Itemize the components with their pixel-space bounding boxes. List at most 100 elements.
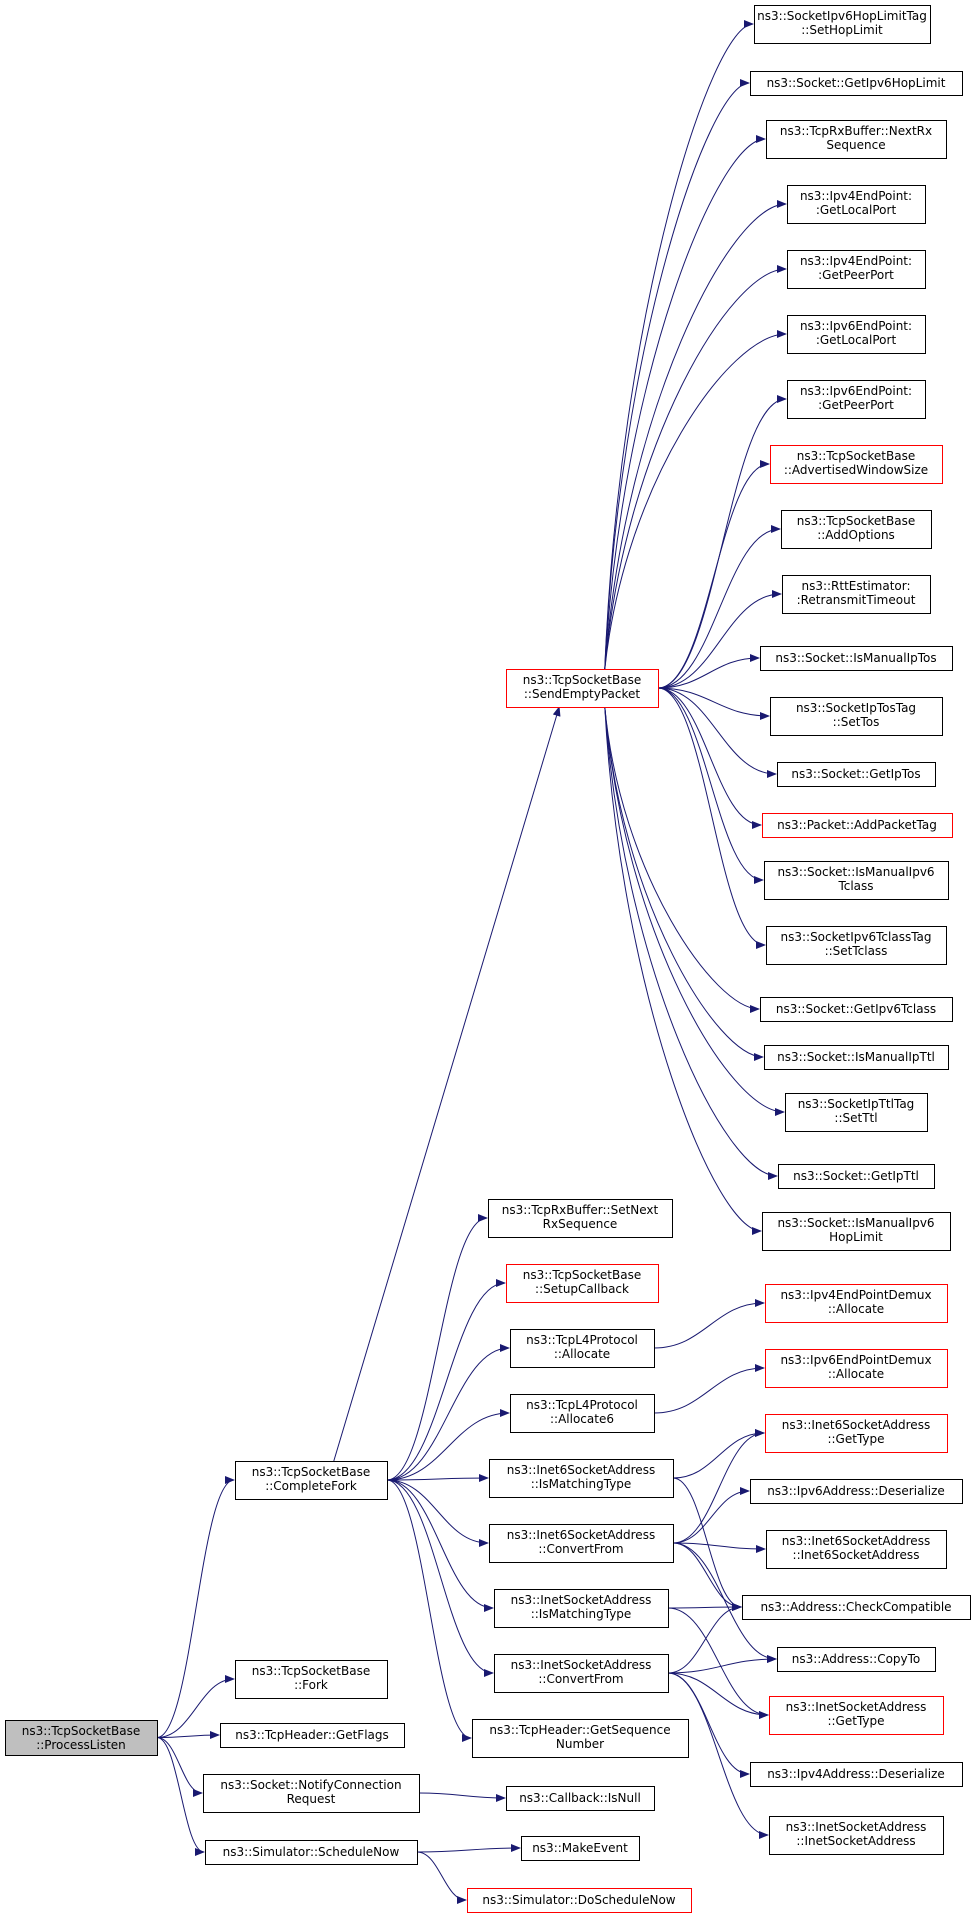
node-inet-ctor[interactable]: ns3::InetSocketAddress::InetSocketAddres… (769, 1816, 944, 1855)
node-do-schedule-now[interactable]: ns3::Simulator::DoScheduleNow (467, 1888, 692, 1913)
node-box (750, 1762, 963, 1787)
node-label-line: ::ConvertFrom (538, 1542, 623, 1556)
edge-notify-connection-request-to-callback-is-null (418, 1792, 506, 1802)
node-get-ipv6-tclass[interactable]: ns3::Socket::GetIpv6Tclass (760, 997, 953, 1022)
edge-process-listen-to-get-flags (156, 1731, 220, 1740)
node-box (766, 1530, 947, 1569)
node-label-line: RxSequence (543, 1217, 618, 1231)
node-get-flags[interactable]: ns3::TcpHeader::GetFlags (220, 1723, 405, 1748)
node-inet6-ctor[interactable]: ns3::Inet6SocketAddress::Inet6SocketAddr… (766, 1530, 947, 1569)
node-box (769, 1816, 944, 1855)
node-box (785, 1093, 928, 1132)
node-box (787, 250, 926, 289)
node-ipv6-get-peer-port[interactable]: ns3::Ipv6EndPoint::GetPeerPort (787, 380, 926, 419)
node-setup-callback[interactable]: ns3::TcpSocketBase::SetupCallback (506, 1264, 659, 1303)
node-is-manual-ip-tos[interactable]: ns3::Socket::IsManualIpTos (760, 646, 953, 671)
node-box (489, 1524, 674, 1563)
node-box (750, 1479, 963, 1504)
node-send-empty-packet[interactable]: ns3::TcpSocketBase::SendEmptyPacket (506, 669, 659, 708)
node-box (488, 1199, 673, 1238)
node-inet6-is-matching-type[interactable]: ns3::Inet6SocketAddress::IsMatchingType (489, 1459, 674, 1498)
node-complete-fork[interactable]: ns3::TcpSocketBase::CompleteFork (235, 1461, 388, 1500)
node-fork[interactable]: ns3::TcpSocketBase::Fork (235, 1660, 388, 1699)
node-ipv6-deserialize[interactable]: ns3::Ipv6Address::Deserialize (750, 1479, 963, 1504)
node-label-line: Tclass (837, 879, 873, 893)
node-label-line: ns3::Inet6SocketAddress (782, 1534, 930, 1548)
node-process-listen[interactable]: ns3::TcpSocketBase::ProcessListen (5, 1720, 158, 1756)
node-label-line: ns3::Simulator::DoScheduleNow (482, 1893, 675, 1907)
node-label-line: ::GetType (827, 1432, 884, 1446)
node-ipv6-demux-allocate[interactable]: ns3::Ipv6EndPointDemux::Allocate (765, 1349, 948, 1388)
node-make-event[interactable]: ns3::MakeEvent (521, 1836, 640, 1861)
node-get-ip-ttl[interactable]: ns3::Socket::GetIpTtl (778, 1164, 935, 1189)
node-box (472, 1719, 689, 1758)
node-callback-is-null[interactable]: ns3::Callback::IsNull (506, 1786, 655, 1811)
node-label-line: ns3::TcpSocketBase (797, 449, 915, 463)
node-add-packet-tag[interactable]: ns3::Packet::AddPacketTag (762, 813, 953, 838)
node-box (220, 1723, 405, 1748)
node-is-manual-ip-ttl[interactable]: ns3::Socket::IsManualIpTtl (764, 1045, 949, 1070)
edge-process-listen-to-schedule-now (156, 1737, 205, 1856)
node-advertised-window-size[interactable]: ns3::TcpSocketBase::AdvertisedWindowSize (770, 445, 943, 484)
node-label-line: ns3::InetSocketAddress (511, 1593, 652, 1607)
node-inet-get-type[interactable]: ns3::InetSocketAddress::GetType (769, 1696, 944, 1735)
node-set-tos[interactable]: ns3::SocketIpTosTag::SetTos (770, 697, 943, 736)
node-inet6-get-type[interactable]: ns3::Inet6SocketAddress::GetType (765, 1414, 948, 1453)
edge-send-empty-packet-to-set-tos (657, 687, 770, 720)
node-get-ipv6-hop-limit[interactable]: ns3::Socket::GetIpv6HopLimit (750, 71, 963, 96)
node-label-line: ::GetType (827, 1714, 884, 1728)
edge-send-empty-packet-to-is-manual-ip-tos (657, 654, 760, 689)
edge-complete-fork-to-inet-is-matching-type (386, 1479, 494, 1612)
node-label-line: ns3::Socket::IsManualIpv6 (777, 1216, 934, 1230)
node-box (765, 1284, 948, 1323)
node-ipv4-deserialize[interactable]: ns3::Ipv4Address::Deserialize (750, 1762, 963, 1787)
node-tcpl4-allocate6[interactable]: ns3::TcpL4Protocol::Allocate6 (510, 1394, 655, 1433)
node-ipv4-get-local-port[interactable]: ns3::Ipv4EndPoint::GetLocalPort (787, 185, 926, 224)
node-retransmit-timeout[interactable]: ns3::RttEstimator::RetransmitTimeout (782, 575, 931, 614)
node-label-line: ns3::Callback::IsNull (519, 1791, 641, 1805)
node-label-line: HopLimit (829, 1230, 883, 1244)
node-box (787, 380, 926, 419)
node-ipv4-get-peer-port[interactable]: ns3::Ipv4EndPoint::GetPeerPort (787, 250, 926, 289)
node-label-line: :GetLocalPort (816, 333, 897, 347)
node-add-options[interactable]: ns3::TcpSocketBase::AddOptions (781, 510, 932, 549)
node-ipv4-demux-allocate[interactable]: ns3::Ipv4EndPointDemux::Allocate (765, 1284, 948, 1323)
node-label-line: ns3::Socket::GetIpv6HopLimit (767, 76, 946, 90)
node-set-hop-limit[interactable]: ns3::SocketIpv6HopLimitTag::SetHopLimit (754, 5, 931, 44)
edge-complete-fork-to-setup-callback (386, 1279, 506, 1481)
edge-send-empty-packet-to-is-manual-ip-ttl (604, 706, 764, 1061)
node-label-line: ::SetupCallback (535, 1282, 629, 1296)
node-get-ip-tos[interactable]: ns3::Socket::GetIpTos (777, 762, 936, 787)
node-copy-to[interactable]: ns3::Address::CopyTo (777, 1647, 936, 1672)
node-inet-convert-from[interactable]: ns3::InetSocketAddress::ConvertFrom (494, 1654, 669, 1693)
node-label-line: ns3::Address::CheckCompatible (760, 1600, 951, 1614)
node-ipv6-get-local-port[interactable]: ns3::Ipv6EndPoint::GetLocalPort (787, 315, 926, 354)
node-schedule-now[interactable]: ns3::Simulator::ScheduleNow (205, 1840, 418, 1865)
node-set-tclass[interactable]: ns3::SocketIpv6TclassTag::SetTclass (766, 926, 947, 965)
node-check-compatible[interactable]: ns3::Address::CheckCompatible (742, 1595, 971, 1620)
node-set-ttl[interactable]: ns3::SocketIpTtlTag::SetTtl (785, 1093, 928, 1132)
node-box (506, 1786, 655, 1811)
node-tcpl4-allocate[interactable]: ns3::TcpL4Protocol::Allocate (510, 1329, 655, 1368)
node-box (521, 1836, 640, 1861)
node-label-line: ns3::Socket::IsManualIpTos (775, 651, 936, 665)
edge-send-empty-packet-to-is-manual-ipv6-tclass (657, 687, 764, 884)
node-label-line: ns3::TcpSocketBase (797, 514, 915, 528)
node-box (235, 1461, 388, 1500)
node-label-line: ns3::Inet6SocketAddress (507, 1528, 655, 1542)
node-label-line: ns3::Ipv6EndPoint: (800, 384, 912, 398)
node-inet-is-matching-type[interactable]: ns3::InetSocketAddress::IsMatchingType (494, 1589, 669, 1628)
edge-send-empty-packet-to-add-options (657, 525, 781, 689)
edge-process-listen-to-notify-connection-request (156, 1737, 203, 1797)
node-inet6-convert-from[interactable]: ns3::Inet6SocketAddress::ConvertFrom (489, 1524, 674, 1563)
node-box (770, 697, 943, 736)
node-label-line: ::ProcessListen (36, 1738, 126, 1752)
node-label-line: ::SetHopLimit (801, 23, 883, 37)
node-box (489, 1459, 674, 1498)
